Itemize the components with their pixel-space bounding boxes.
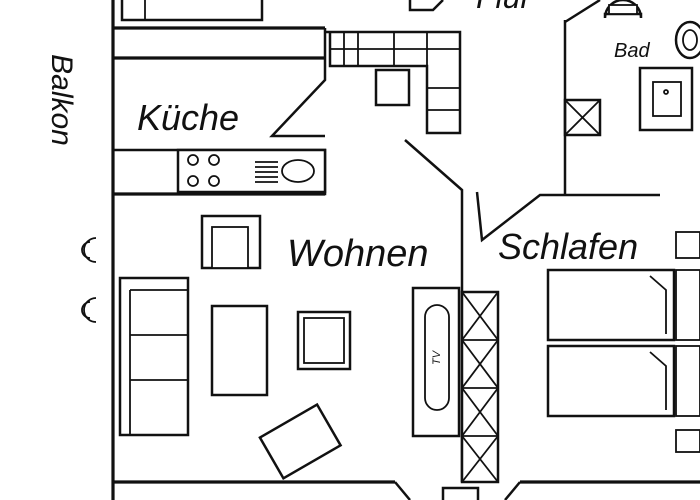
room-label-bath: Bad [614,40,650,62]
bathroom [563,0,700,137]
stove-row [111,148,327,196]
coffee-table [210,304,269,397]
room-label-hall: Flur [476,0,532,15]
room-label-balcony: Balkon [45,54,78,146]
sink-grill [255,161,278,183]
nightstand [675,231,700,259]
sofa [118,276,190,437]
wardrobe [460,290,500,484]
sink-bowl [281,159,315,183]
bath-tray [638,66,694,132]
burner-1 [187,154,199,166]
kitchen-counter [325,30,462,135]
burner-2 [208,154,220,166]
room-label-kitchen: Küche [137,97,239,138]
ottoman [258,402,343,480]
outer-walls [111,0,700,500]
bed-1 [546,268,676,342]
kitchen-table [374,68,411,107]
room-label-living: Wohnen [287,233,429,275]
toilet [603,0,643,19]
living-furniture: TV [118,214,500,484]
burner-4 [208,175,220,187]
bottom-doors [394,481,521,500]
room-label-bedroom: Schlafen [498,226,638,267]
burner-3 [187,175,199,187]
bed-side [675,269,700,341]
tv-screen [424,304,450,411]
bed-2 [546,344,676,418]
balcony-lamps [81,237,97,323]
beds [546,231,700,453]
top-cabinet [120,0,264,22]
tv-label: TV [431,349,443,365]
